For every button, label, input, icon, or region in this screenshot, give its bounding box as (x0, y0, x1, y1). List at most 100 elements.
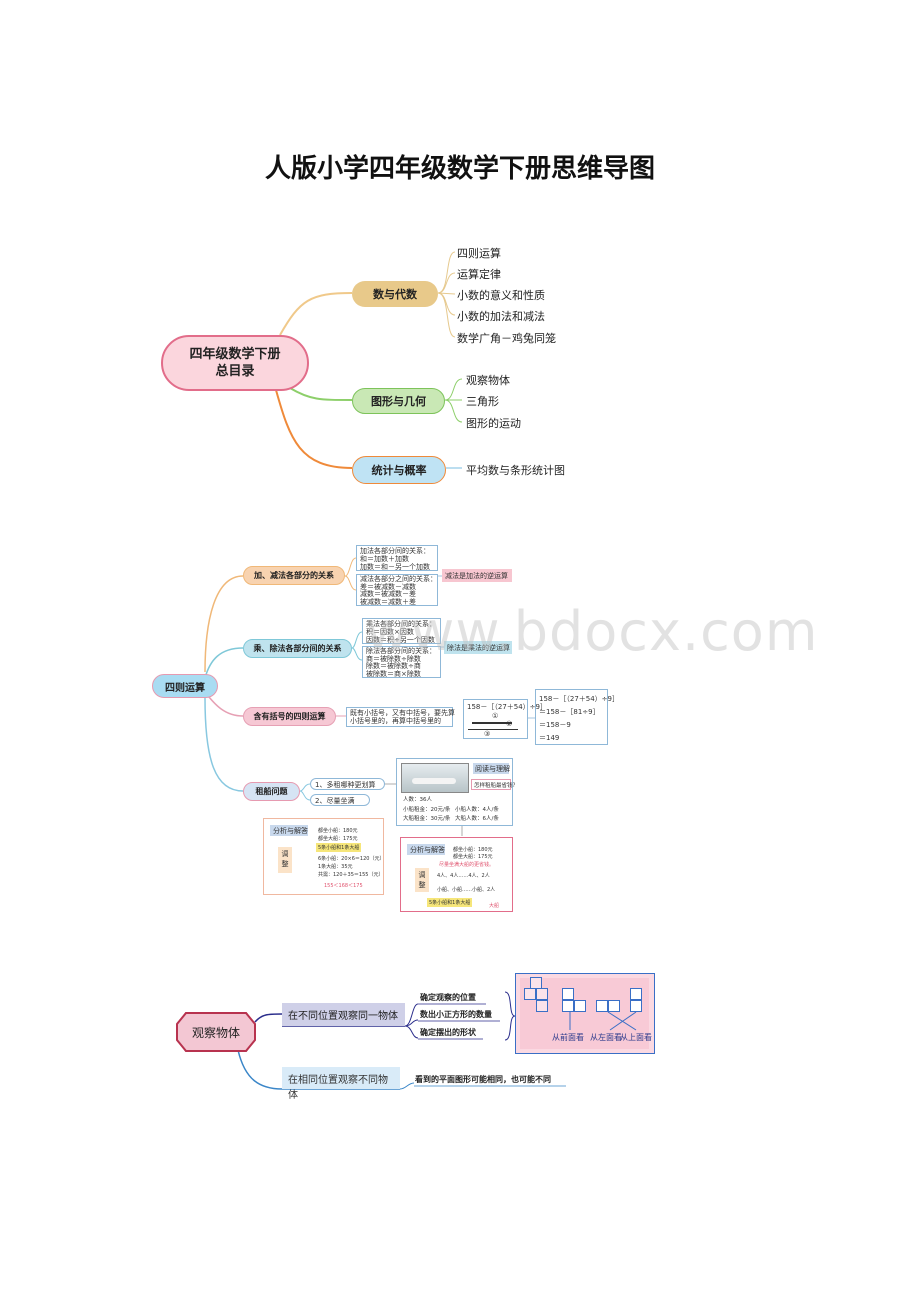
box-line: 除数＝被除数÷商 (366, 662, 421, 670)
map2-branch-add-sub: 加、减法各部分的关系 (243, 566, 345, 585)
box-line: 被除数＝商×除数 (366, 669, 421, 678)
map1-leaf: 小数的加法和减法 (457, 310, 545, 323)
analysis-right-box: 分析与解答 调整 都坐小船：180元 都坐大船：175元 尽量坐满大船的更省钱。… (400, 837, 513, 912)
box-line: 减法各部分之间的关系： (360, 575, 437, 583)
map1-leaf: 数学广角－鸡兔同笼 (457, 332, 556, 345)
view-pointer-lines (569, 1011, 637, 1031)
analysis-line: 都坐大船：175元 (318, 836, 358, 842)
box-line: 被减数＝减数＋差 (360, 597, 416, 606)
map1-branch-algebra: 数与代数 (352, 281, 438, 307)
map2-branch-boats: 租船问题 (243, 782, 300, 801)
boat-item-2: 2、尽量坐满 (310, 794, 370, 806)
map1-root-node: 四年级数学下册 总目录 (161, 335, 309, 391)
boat-problem-box: 阅读与理解 怎样租船最省钱？ 人数：36人 小船租金：20元/条 大船租金：30… (396, 758, 518, 826)
read-understand-label: 阅读与理解 (473, 763, 510, 774)
analysis-compare: 155＜168＜175 (324, 883, 363, 889)
analysis-line: 都坐大船：175元 (453, 854, 493, 860)
box-line: 因数＝积÷另一个因数 (366, 636, 435, 644)
add-relation-box: 加法各部分间的关系： 和＝加数＋加数 加数＝和－另一个加数 (356, 545, 438, 571)
analysis-line: 1条大船：35元 (318, 864, 353, 870)
step-line: ＝158－［81÷9］ (539, 708, 600, 716)
step-line: 158－［（27＋54）÷9］ (539, 695, 619, 703)
analysis-left-box: 分析与解答 调整 都坐小船：180元 都坐大船：175元 5条小船和1条大船 6… (263, 818, 384, 895)
views-inner: 从前面看 从左面看 从上面看 (520, 977, 652, 1049)
boat-picture (401, 763, 469, 793)
box-line: 积＝因数×因数 (366, 628, 414, 636)
map1-root-label: 四年级数学下册 总目录 (189, 347, 281, 379)
mul-relation-box: 乘法各部分间的关系： 积＝因数×因数 因数＝积÷另一个因数 (362, 618, 441, 644)
analysis-line: 都坐小船：180元 (453, 847, 493, 853)
map3-branch-same-object: 在不同位置观察同一物体 (282, 1003, 405, 1026)
bracket-expression-box: 158－［（27＋54）÷9］ ① ② ③ (463, 699, 547, 739)
map3-branch-label: 在相同位置观察不同物体 (288, 1075, 388, 1101)
map2-root-label: 四则运算 (165, 682, 205, 694)
box-line: 商＝被除数÷除数 (366, 654, 421, 663)
step-line: ＝149 (539, 734, 560, 742)
map2-branch-brackets: 含有括号的四则运算 (243, 707, 336, 726)
analysis-line: 共需：120＋35＝155（元） (318, 872, 384, 878)
map2-branch-label: 租船问题 (255, 787, 288, 796)
box-line: 差＝被减数－减数 (360, 582, 416, 591)
map2-branch-label: 含有括号的四则运算 (253, 712, 326, 721)
map3-leaf: 确定摆出的形状 (420, 1028, 476, 1037)
box-line: 减数＝被减数－差 (360, 590, 416, 598)
map1-branch-statistics: 统计与概率 (352, 456, 446, 484)
analysis-title: 分析与解答 (407, 844, 445, 855)
map3-root-node: 观察物体 (176, 1012, 256, 1052)
map1-branch-label: 图形与几何 (371, 395, 426, 408)
underline (472, 722, 512, 724)
map1-leaf: 小数的意义和性质 (457, 289, 545, 302)
boat-info: 人数：36人 (403, 797, 432, 803)
mul-inverse-note: 除法是乘法的逆运算 (444, 641, 512, 654)
box-line: 加数＝和－另一个加数 (360, 563, 430, 571)
div-relation-box: 除法各部分间的关系： 商＝被除数÷除数 除数＝被除数÷商 被除数＝商×除数 (362, 646, 441, 678)
map1-leaf: 四则运算 (457, 247, 501, 260)
map2-root-node: 四则运算 (152, 674, 218, 698)
map1-branch-label: 统计与概率 (371, 464, 427, 477)
map3-branch-label: 在不同位置观察同一物体 (288, 1011, 398, 1022)
view-label-top: 从上面看 (620, 1033, 652, 1042)
rule-line: 既有小括号，又有中括号，要先算 (350, 709, 455, 717)
add-inverse-note: 减法是加法的逆运算 (442, 569, 512, 582)
analysis-line: 都坐小船：180元 (318, 828, 358, 834)
box-line: 乘法各部分间的关系： (366, 620, 436, 628)
boat-info: 大船人数：6人/条 (455, 816, 499, 822)
map3-root-label: 观察物体 (191, 1025, 240, 1040)
map2-branch-mul-div: 乘、除法各部分间的关系 (243, 639, 352, 658)
analysis-line: 6条小船：20×6＝120（元） (318, 856, 385, 862)
boat-item-label: 2、尽量坐满 (315, 797, 355, 805)
map3-branch-diff-objects: 在相同位置观察不同物体 (282, 1067, 400, 1101)
rule-line: 小括号里的，再算中括号里的 (350, 717, 441, 725)
box-line: 和＝加数＋加数 (360, 555, 409, 563)
map3-leaf: 看到的平面图形可能相同，也可能不同 (415, 1075, 551, 1084)
underline (468, 729, 518, 730)
map1-leaf: 运算定律 (457, 268, 501, 281)
box-line: 除法各部分间的关系： (366, 647, 436, 655)
map1-leaf: 平均数与条形统计图 (466, 464, 565, 477)
analysis-title: 分析与解答 (270, 825, 308, 836)
map1-branch-label: 数与代数 (373, 288, 417, 301)
boat-question: 怎样租船最省钱？ (471, 779, 518, 790)
analysis-highlight: 5条小船和1条大船 (427, 898, 473, 907)
map2-branch-label: 加、减法各部分的关系 (254, 571, 334, 580)
step-mark: ① (492, 712, 499, 720)
map2-branch-label: 乘、除法各部分间的关系 (253, 644, 342, 653)
analysis-tag: 调整 (415, 868, 429, 892)
views-figure: 从前面看 从左面看 从上面看 (515, 973, 655, 1054)
boat-info: 小船人数：4人/条 (455, 807, 499, 813)
view-label-front: 从前面看 (552, 1033, 584, 1042)
bracket-rule-box: 既有小括号，又有中括号，要先算 小括号里的，再算中括号里的 (346, 707, 455, 727)
boat-info: 大船租金：30元/条 (403, 816, 451, 822)
view-label-left: 从左面看 (590, 1033, 622, 1042)
analysis-highlight: 5条小船和1条大船 (316, 843, 362, 852)
box-line: 加法各部分间的关系： (360, 547, 430, 555)
map1-leaf: 观察物体 (466, 374, 510, 387)
boat-item-label: 1、多租哪种更划算 (315, 781, 376, 789)
boat-info: 小船租金：20元/条 (403, 807, 451, 813)
map3-root-outline (176, 1012, 256, 1052)
bracket-expression: 158－［（27＋54）÷9］ (467, 703, 547, 711)
map1-branch-geometry: 图形与几何 (352, 388, 445, 414)
step-mark: ③ (484, 730, 491, 738)
watermark: www.bdocx.com (365, 600, 819, 663)
